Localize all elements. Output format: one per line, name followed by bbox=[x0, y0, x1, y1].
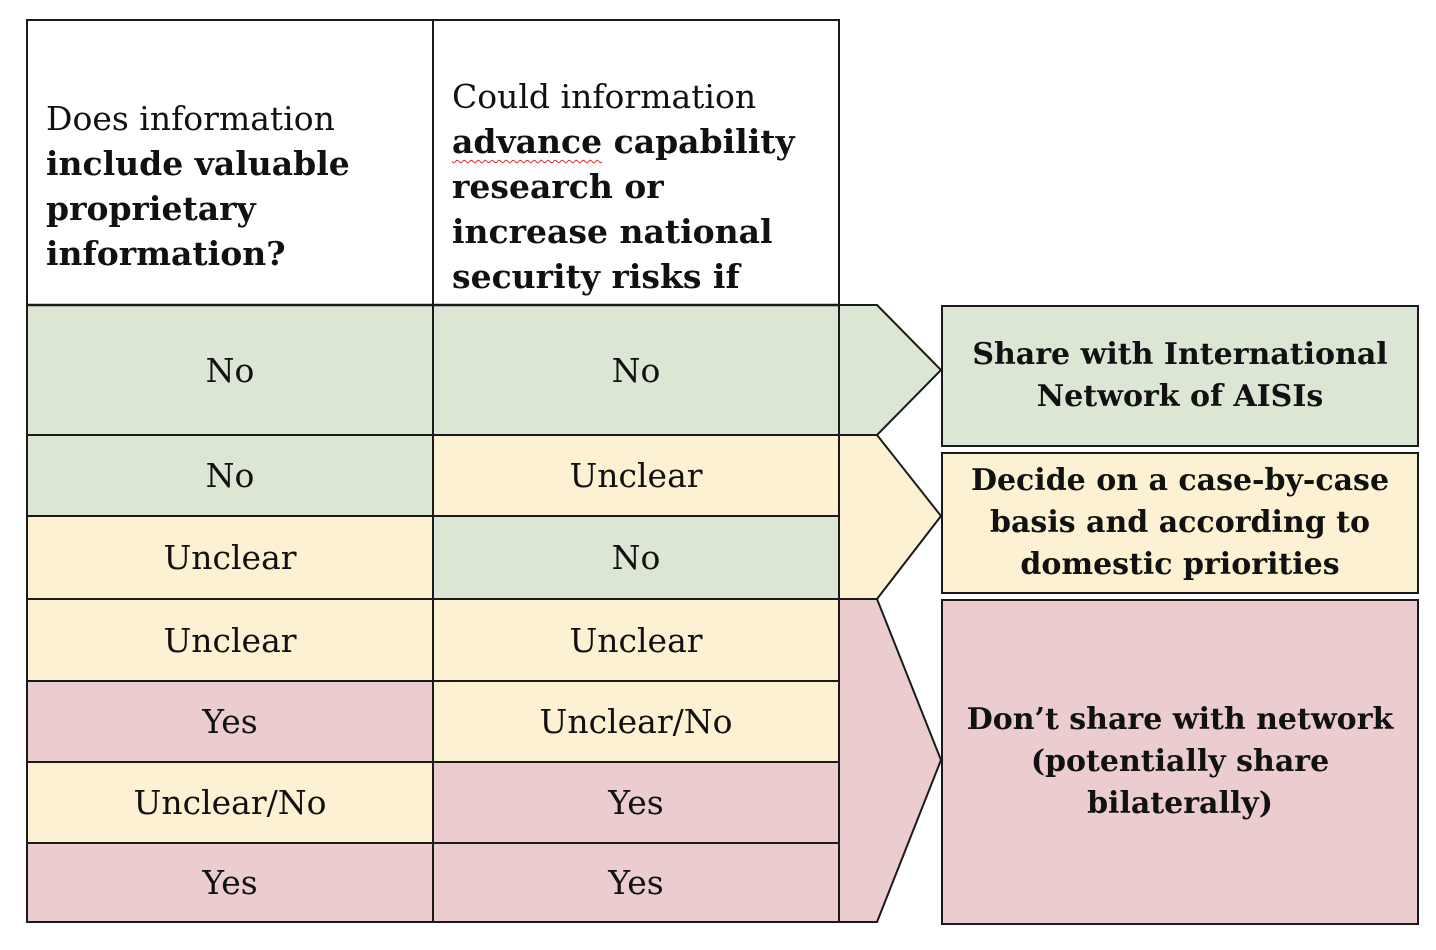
arrow-to-share bbox=[838, 304, 943, 436]
outcome-share-box: Share with International Network of AISI… bbox=[941, 305, 1419, 447]
outcome-dont-share-label: Don’t share with network (potentially sh… bbox=[966, 702, 1394, 821]
arrow-to-dont-share bbox=[838, 598, 943, 923]
outcome-share-label: Share with International Network of AISI… bbox=[972, 337, 1388, 414]
outcome-case-by-case-box: Decide on a case-by-case basis and accor… bbox=[941, 452, 1419, 594]
outcome-dont-share-box: Don’t share with network (potentially sh… bbox=[941, 599, 1419, 925]
outcome-case-by-case-label: Decide on a case-by-case basis and accor… bbox=[970, 463, 1390, 582]
arrow-to-case-by-case bbox=[838, 434, 943, 600]
